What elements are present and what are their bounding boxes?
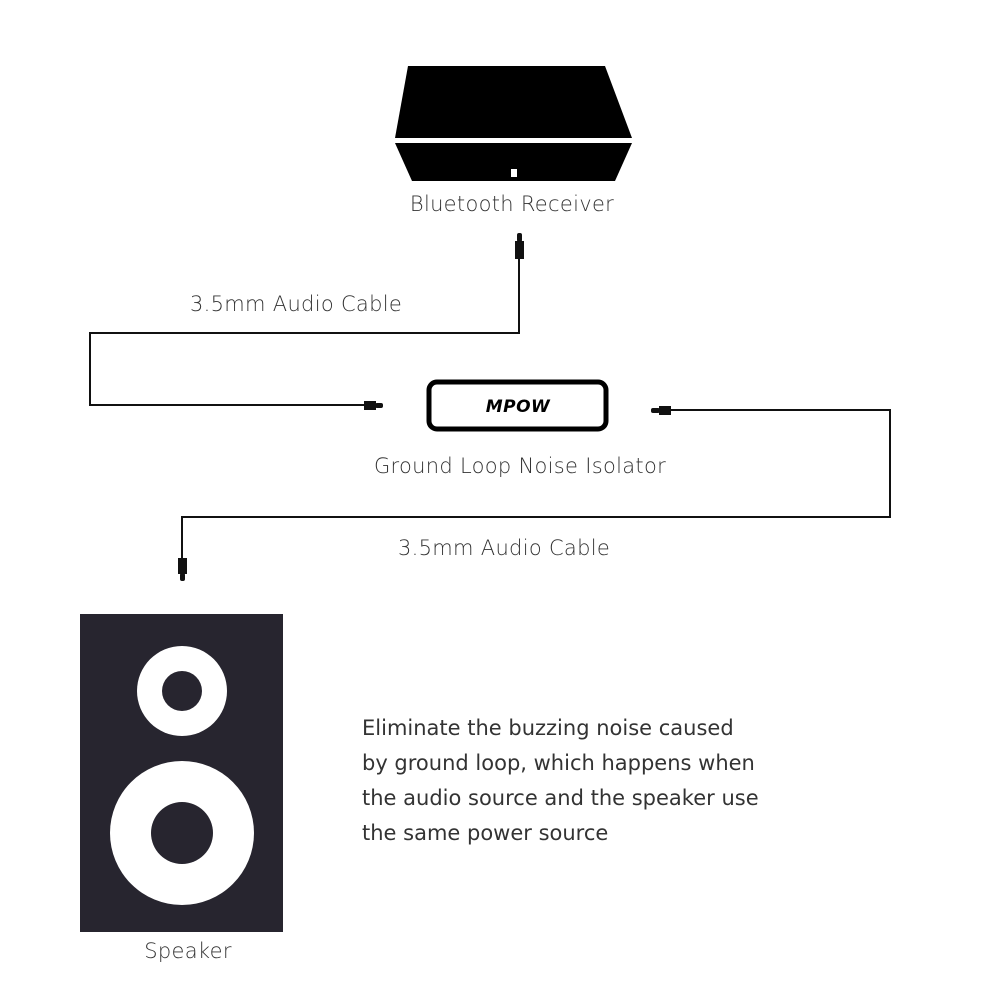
indicator-light [511, 169, 517, 177]
cable-2-label: 3.5mm Audio Cable [398, 536, 611, 560]
description-line: the audio source and the speaker use [362, 786, 759, 810]
description-text: Eliminate the buzzing noise caused by gr… [362, 711, 759, 851]
description-line: by ground loop, which happens when [362, 751, 755, 775]
receiver-label: Bluetooth Receiver [409, 192, 615, 216]
bluetooth-receiver-icon [395, 66, 632, 181]
speaker-icon [80, 614, 283, 932]
speaker-label: Speaker [144, 939, 232, 963]
plug-icon [364, 233, 524, 410]
description-line: the same power source [362, 821, 609, 845]
cable-1 [89, 258, 520, 406]
mpow-logo: MPOW [486, 397, 551, 417]
cable-1-label: 3.5mm Audio Cable [190, 292, 403, 316]
plug-icon [178, 406, 671, 581]
isolator-label: Ground Loop Noise Isolator [373, 454, 667, 478]
isolator-icon: MPOW [426, 379, 609, 432]
cable-2 [181, 409, 891, 560]
description-line: Eliminate the buzzing noise caused [362, 716, 734, 740]
